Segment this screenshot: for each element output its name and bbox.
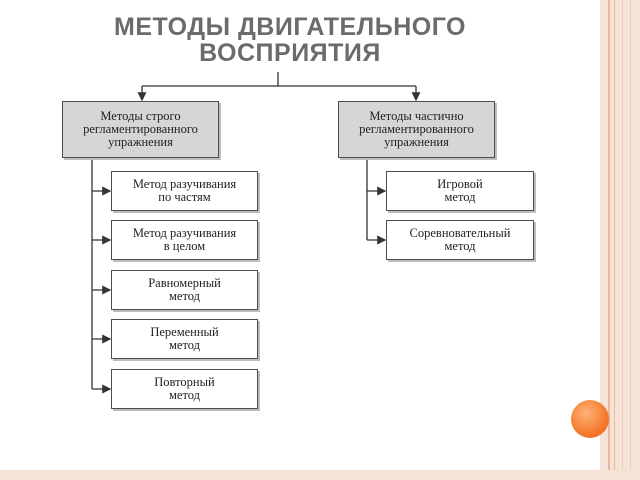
box-text: регламентированного [83,122,198,136]
box-text: регламентированного [359,122,474,136]
box-text: метод [168,338,200,352]
box-text: метод [444,239,476,253]
box-text: Игровой [437,177,483,191]
box-text: Методы строго [100,109,181,123]
method-box: Соревновательный метод [386,220,534,260]
frame-line [630,0,631,480]
orange-circle-icon [571,400,609,438]
box-text: Равномерный [148,276,221,290]
box-text: в целом [163,239,206,253]
box-text: Соревновательный [409,226,511,240]
box-text: Метод разучивания [132,177,237,191]
decorative-frame [600,0,640,480]
frame-line [608,0,610,480]
frame-line [622,0,623,480]
box-text: по частям [158,190,211,204]
box-text: упражнения [384,135,449,149]
box-text: метод [168,388,200,402]
left-header-box: Методы строго регламентированного упражн… [62,101,219,158]
frame-line [614,0,615,480]
page-title: МЕТОДЫ ДВИГАТЕЛЬНОГО ВОСПРИЯТИЯ [60,14,520,74]
right-header-box: Методы частично регламентированного упра… [338,101,495,158]
box-text: метод [444,190,476,204]
box-text: упражнения [108,135,173,149]
method-box: Игровой метод [386,171,534,211]
method-box: Переменный метод [111,319,258,359]
box-text: Переменный [150,325,219,339]
box-text: метод [168,289,200,303]
title-line: ВОСПРИЯТИЯ [199,39,381,67]
box-text: Повторный [154,375,215,389]
method-box: Метод разучивания в целом [111,220,258,260]
box-text: Метод разучивания [132,226,237,240]
box-text: Методы частично [369,109,464,123]
decorative-band [0,470,640,480]
method-box: Равномерный метод [111,270,258,310]
title-line: МЕТОДЫ ДВИГАТЕЛЬНОГО [114,14,466,41]
method-box: Метод разучивания по частям [111,171,258,211]
method-box: Повторный метод [111,369,258,409]
